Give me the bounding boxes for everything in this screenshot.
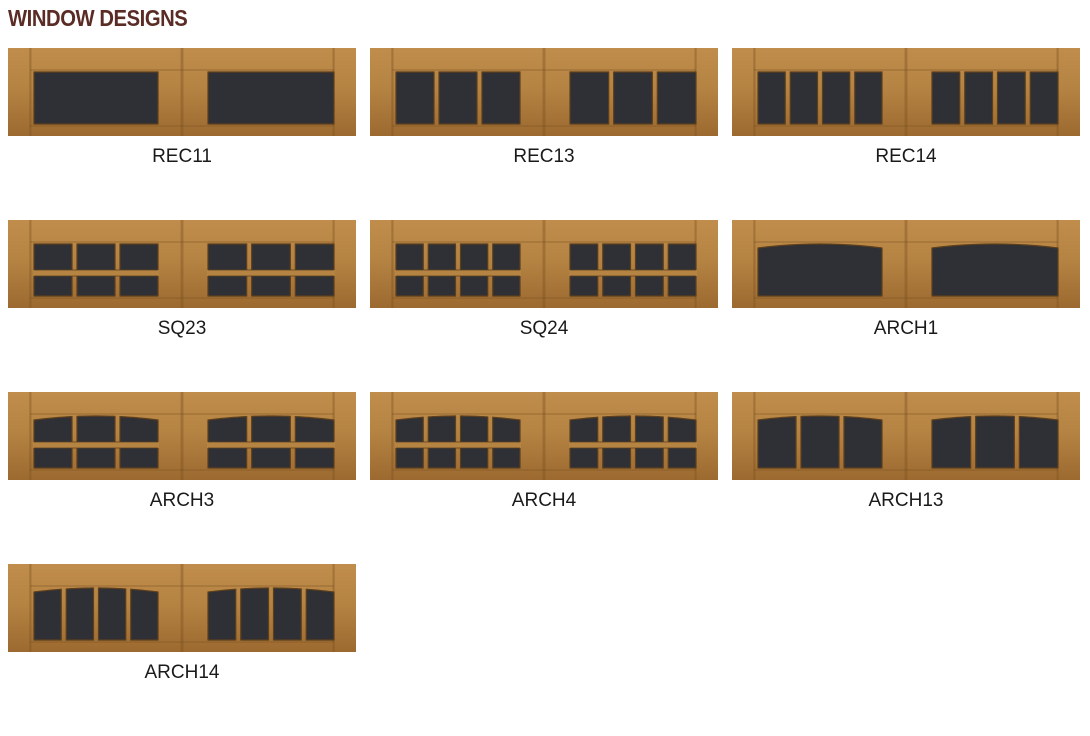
stile-shade: [754, 220, 756, 308]
stile-shade: [30, 564, 32, 652]
window-pane: [97, 587, 127, 641]
design-card[interactable]: ARCH14: [8, 564, 356, 736]
muntin-bar: [395, 270, 521, 276]
window-pane: [757, 416, 797, 469]
window-pane: [305, 588, 335, 641]
muntin-bar: [33, 442, 159, 448]
window-pane: [931, 71, 961, 125]
window-pane: [789, 71, 819, 125]
window-designs-grid: REC11 REC13 REC14 SQ23 SQ24 ARCH1 ARCH3 …: [8, 48, 1080, 736]
window-pane: [975, 415, 1015, 469]
stile-shade: [30, 392, 32, 480]
window-pane: [1029, 71, 1059, 125]
design-label: ARCH14: [144, 662, 220, 683]
stile-shade: [392, 392, 394, 480]
window-pane: [33, 588, 62, 641]
stile-shade: [392, 220, 394, 308]
design-card[interactable]: SQ24: [370, 220, 718, 392]
stile-shade: [904, 220, 908, 308]
window-pane: [964, 71, 994, 125]
stile-shade: [180, 392, 184, 480]
stile-shade: [754, 48, 756, 136]
door-preview: [8, 220, 356, 308]
door-preview: [8, 564, 356, 652]
stile-shade: [542, 48, 546, 136]
design-card[interactable]: ARCH13: [732, 392, 1080, 564]
door-preview: [732, 392, 1080, 480]
design-label: ARCH4: [511, 490, 577, 511]
window-pane: [240, 587, 270, 641]
stile-shade: [180, 220, 184, 308]
design-card[interactable]: ARCH1: [732, 220, 1080, 392]
stile-shade: [180, 564, 184, 652]
muntin-bar: [569, 442, 697, 448]
design-label: ARCH1: [873, 318, 939, 339]
stile-shade: [904, 48, 908, 136]
door-preview: [732, 220, 1080, 308]
design-label: REC14: [875, 146, 937, 167]
page-title: WINDOW DESIGNS: [8, 5, 188, 31]
design-label: REC13: [513, 146, 575, 167]
stile-shade: [30, 220, 32, 308]
door-preview: [8, 392, 356, 480]
stile-shade: [542, 392, 546, 480]
design-label: ARCH3: [149, 490, 215, 511]
window-pane: [395, 71, 435, 125]
window-pane: [130, 588, 159, 641]
muntin-bar: [395, 442, 521, 448]
window-pane: [33, 71, 159, 125]
window-pane: [843, 416, 883, 469]
window-pane: [613, 71, 653, 125]
window-pane: [800, 415, 840, 469]
design-card[interactable]: SQ23: [8, 220, 356, 392]
window-pane: [996, 71, 1026, 125]
muntin-bar: [207, 442, 335, 448]
door-preview: [370, 392, 718, 480]
window-pane: [1018, 416, 1059, 469]
muntin-bar: [569, 270, 697, 276]
stile-shade: [30, 48, 32, 136]
window-pane: [931, 243, 1059, 297]
window-pane: [481, 71, 521, 125]
design-label: REC11: [152, 146, 212, 167]
muntin-bar: [33, 270, 159, 276]
window-pane: [656, 71, 697, 125]
design-label: SQ23: [157, 318, 207, 339]
window-pane: [931, 416, 972, 469]
door-preview: [370, 220, 718, 308]
door-preview: [370, 48, 718, 136]
design-card[interactable]: REC14: [732, 48, 1080, 220]
design-card[interactable]: ARCH3: [8, 392, 356, 564]
window-pane: [272, 587, 302, 641]
muntin-bar: [207, 270, 335, 276]
stile-shade: [542, 220, 546, 308]
design-card[interactable]: ARCH4: [370, 392, 718, 564]
stile-shade: [754, 392, 756, 480]
stile-shade: [392, 48, 394, 136]
stile-shade: [180, 48, 184, 136]
design-label: ARCH13: [868, 490, 944, 511]
window-pane: [65, 587, 95, 641]
door-preview: [8, 48, 356, 136]
design-card[interactable]: REC13: [370, 48, 718, 220]
window-pane: [569, 71, 610, 125]
window-pane: [207, 71, 335, 125]
window-pane: [757, 243, 883, 297]
window-pane: [821, 71, 851, 125]
window-pane: [757, 71, 786, 125]
door-preview: [732, 48, 1080, 136]
stile-shade: [904, 392, 908, 480]
window-pane: [207, 588, 237, 641]
window-pane: [854, 71, 883, 125]
window-pane: [438, 71, 478, 125]
design-label: SQ24: [519, 318, 569, 339]
design-card[interactable]: REC11: [8, 48, 356, 220]
